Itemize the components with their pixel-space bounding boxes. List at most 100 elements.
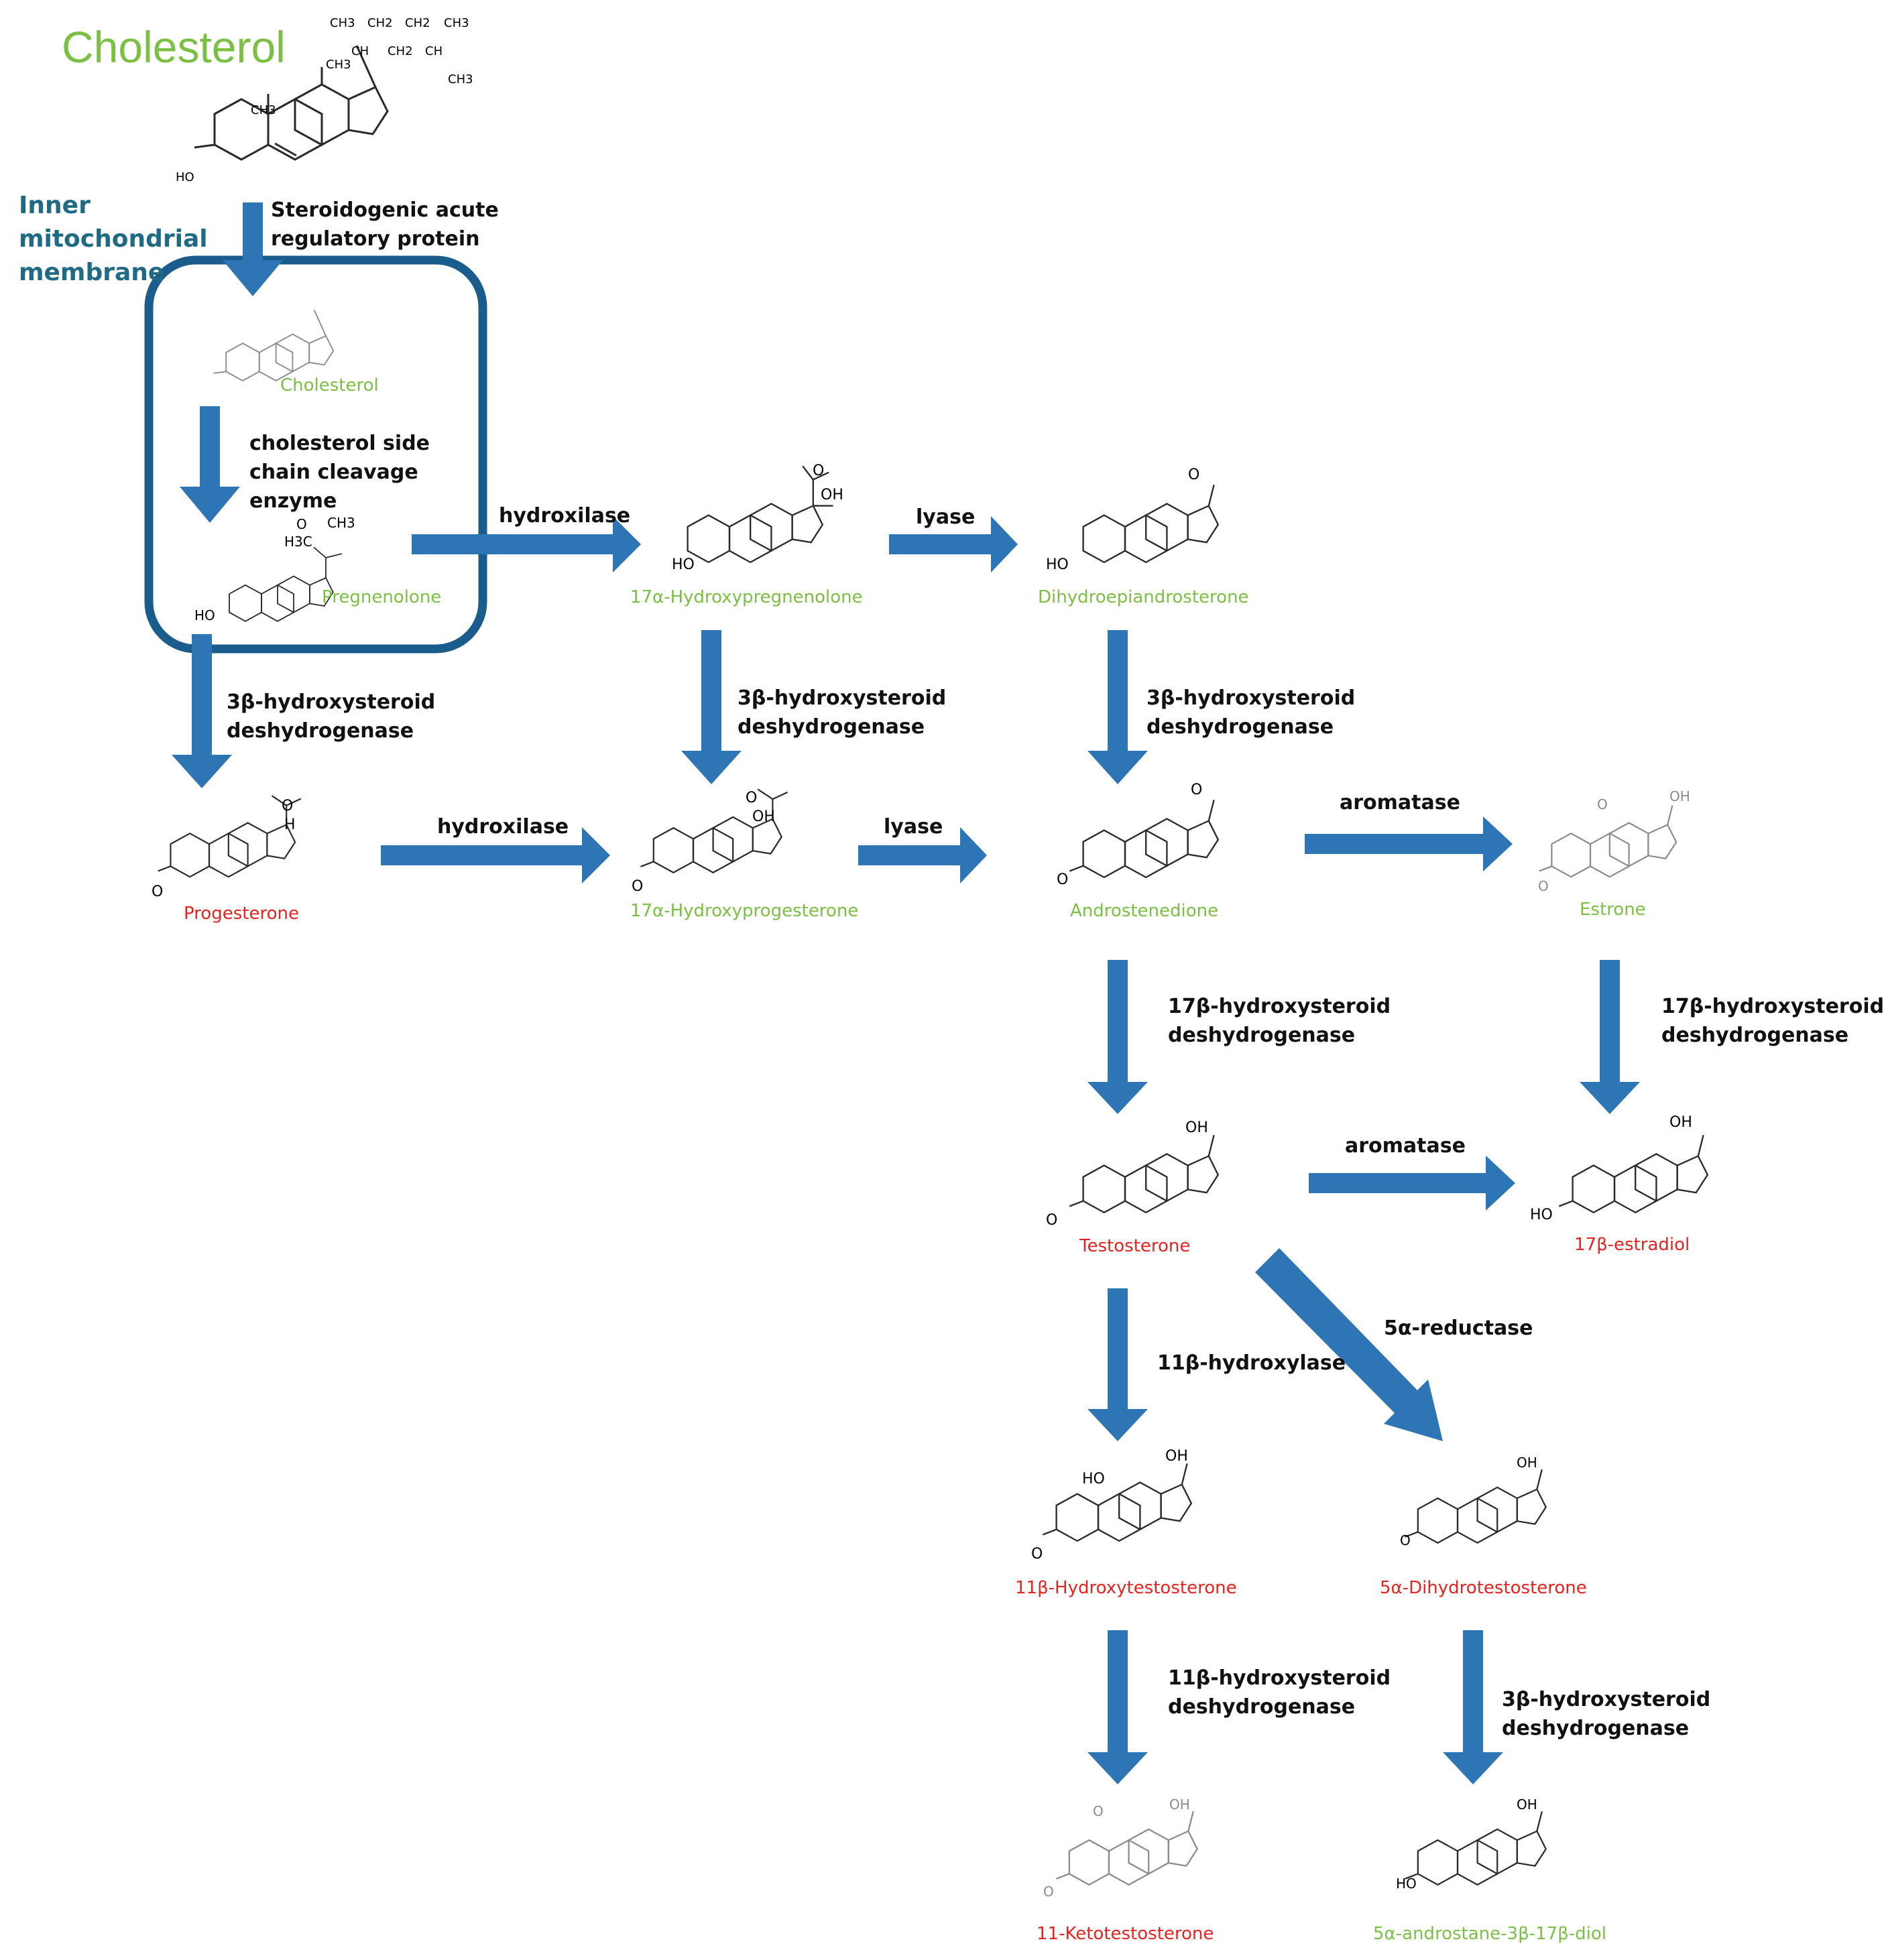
enzyme-scc: cholesterol side chain cleavage enzyme xyxy=(249,429,430,515)
arrow-hsd17b-left xyxy=(1087,960,1148,1114)
compound-17a-hydroxypregnenolone: 17α-Hydroxypregnenolone xyxy=(630,587,863,607)
atom-o-estrone: O xyxy=(1538,878,1549,894)
atom-o-dht: O xyxy=(1400,1532,1411,1548)
atom-ho-hydroxypregnenolone: HO xyxy=(672,556,695,573)
enzyme-hsd3b-mid-line-2: deshydrogenase xyxy=(738,715,925,739)
enzyme-lyase-top: lyase xyxy=(916,505,976,529)
atom-ch-cholesterol-2: CH xyxy=(425,44,443,58)
atom-o-dhea: O xyxy=(1188,467,1200,483)
atom-o-androstenedione: O xyxy=(1057,871,1069,888)
arrow-aromatase-top xyxy=(1305,816,1513,871)
enzyme-hsd3b-bottom-line-1: 3β-hydroxysteroid xyxy=(1502,1688,1711,1711)
compound-estrone: Estrone xyxy=(1580,900,1646,920)
enzyme-star-line-2: regulatory protein xyxy=(271,227,480,251)
compound-testosterone: Testosterone xyxy=(1079,1236,1191,1256)
atom-ho-hydroxytestosterone: HO xyxy=(1082,1471,1105,1487)
atom-o-progesterone: O xyxy=(152,883,164,900)
atom-ch3-cholesterol-2: CH3 xyxy=(444,16,469,30)
atom-oh-estradiol: OH xyxy=(1669,1114,1692,1131)
enzyme-hsd3b-right-line-2: deshydrogenase xyxy=(1146,715,1334,739)
enzyme-hsd17b-right: 17β-hydroxysteroid deshydrogenase xyxy=(1661,992,1884,1050)
membrane-label-line-1: Inner xyxy=(19,192,91,219)
cholesterol-top-structure xyxy=(194,45,389,161)
arrow-5a-reductase xyxy=(1255,1248,1443,1441)
arrow-hsd3b-bottom xyxy=(1443,1630,1503,1784)
atom-o-progesterone-2: O xyxy=(282,798,294,814)
atom-ch3-cholesterol-4: CH3 xyxy=(326,58,351,72)
enzyme-hsd3b-bottom-line-2: deshydrogenase xyxy=(1502,1717,1690,1740)
enzyme-hsd3b-bottom: 3β-hydroxysteroid deshydrogenase xyxy=(1502,1685,1710,1743)
atom-ch2-cholesterol-3: CH2 xyxy=(388,44,413,58)
atom-ch-cholesterol-1: CH xyxy=(351,44,369,58)
compound-cholesterol-inner: Cholesterol xyxy=(280,375,379,395)
compound-androstenedione: Androstenedione xyxy=(1070,901,1219,921)
atom-oh-hydroxypregnenolone: OH xyxy=(821,487,843,503)
atom-h3c-pregnenolone: H3C xyxy=(284,534,312,550)
compound-5a-androstanediol: 5α-androstane-3β-17β-diol xyxy=(1373,1924,1606,1944)
enzyme-hsd11b-line-2: deshydrogenase xyxy=(1168,1695,1356,1719)
arrow-hydroxilase-mid xyxy=(381,827,610,883)
atom-o-testosterone: O xyxy=(1046,1212,1058,1229)
mitochondrial-membrane-box xyxy=(144,255,487,654)
enzyme-hsd3b-left: 3β-hydroxysteroid deshydrogenase xyxy=(227,688,435,745)
arrow-hsd3b-left xyxy=(172,634,232,788)
enzyme-hsd17b-left-line-1: 17β-hydroxysteroid xyxy=(1168,995,1391,1018)
pregnenolone-structure xyxy=(229,546,343,622)
enzyme-scc-line-1: cholesterol side xyxy=(249,432,430,455)
compound-11b-hydroxytestosterone: 11β-Hydroxytestosterone xyxy=(1015,1578,1237,1598)
arrow-scc xyxy=(180,406,240,523)
enzyme-hsd11b-line-1: 11β-hydroxysteroid xyxy=(1168,1666,1391,1690)
enzyme-hsd3b-left-line-2: deshydrogenase xyxy=(227,719,414,743)
enzyme-scc-line-3: enzyme xyxy=(249,489,337,513)
ketotestosterone-structure xyxy=(1056,1811,1198,1886)
enzyme-star-line-1: Steroidogenic acute xyxy=(271,198,499,222)
enzyme-lyase-mid: lyase xyxy=(884,815,943,839)
dht-structure xyxy=(1405,1469,1547,1544)
compound-17a-hydroxyprogesterone: 17α-Hydroxyprogesterone xyxy=(630,901,859,921)
atom-o-hydroxyprogesterone: O xyxy=(632,878,644,895)
compound-17b-estradiol: 17β-estradiol xyxy=(1574,1235,1690,1255)
diagram-title: Cholesterol xyxy=(62,22,286,72)
enzyme-hsd11b: 11β-hydroxysteroid deshydrogenase xyxy=(1168,1664,1391,1721)
atom-ch2-cholesterol-1: CH2 xyxy=(367,16,393,30)
atom-oh-testosterone: OH xyxy=(1185,1119,1208,1136)
androstanediol-structure xyxy=(1405,1811,1547,1886)
testosterone-structure xyxy=(1069,1135,1220,1214)
arrow-lyase-mid xyxy=(858,827,987,883)
arrow-star-transport xyxy=(223,202,283,296)
atom-oh-estrone: OH xyxy=(1669,788,1690,804)
atom-ho-androstanediol: HO xyxy=(1396,1876,1417,1892)
atom-ch3-cholesterol-3: CH3 xyxy=(448,72,473,86)
arrow-lyase-top xyxy=(889,516,1018,572)
compound-dhea: Dihydroepiandrosterone xyxy=(1038,587,1249,607)
hydroxyprogesterone-structure xyxy=(640,788,788,873)
arrow-aromatase-bottom xyxy=(1309,1156,1515,1211)
atom-o-hydroxytestosterone: O xyxy=(1031,1546,1043,1563)
atom-o-ketotestosterone: O xyxy=(1043,1884,1054,1900)
enzyme-11b-hydroxylase: 11β-hydroxylase xyxy=(1157,1351,1346,1375)
androstenedione-structure xyxy=(1069,800,1220,879)
atom-ho-cholesterol: HO xyxy=(176,170,194,184)
arrow-hsd17b-right xyxy=(1580,960,1640,1114)
atom-oh-androstanediol: OH xyxy=(1517,1796,1537,1813)
membrane-label: Inner mitochondrial membrane xyxy=(19,189,208,290)
atom-ch3-pregnenolone: CH3 xyxy=(327,515,355,531)
atom-ch3-cholesterol: CH3 xyxy=(330,16,355,30)
enzyme-hsd3b-right: 3β-hydroxysteroid deshydrogenase xyxy=(1146,684,1355,741)
arrow-hydroxilase-top xyxy=(412,516,641,572)
progesterone-structure xyxy=(158,795,302,878)
atom-oh-hydroxyprogesterone: OH xyxy=(752,808,775,825)
membrane-label-line-2: mitochondrial xyxy=(19,225,208,253)
enzyme-hsd17b-left: 17β-hydroxysteroid deshydrogenase xyxy=(1168,992,1391,1050)
atom-o-pregnenolone: O xyxy=(296,516,307,532)
arrow-hsd11b xyxy=(1087,1630,1148,1784)
compound-11-ketotestosterone: 11-Ketotestosterone xyxy=(1037,1924,1214,1944)
atom-ho-pregnenolone: HO xyxy=(194,607,215,623)
enzyme-hsd17b-left-line-2: deshydrogenase xyxy=(1168,1024,1356,1047)
atom-ho-estradiol: HO xyxy=(1530,1207,1553,1223)
compound-progesterone: Progesterone xyxy=(184,904,299,924)
enzyme-hydroxilase-mid: hydroxilase xyxy=(437,815,569,839)
enzyme-aromatase-bottom: aromatase xyxy=(1345,1134,1466,1158)
